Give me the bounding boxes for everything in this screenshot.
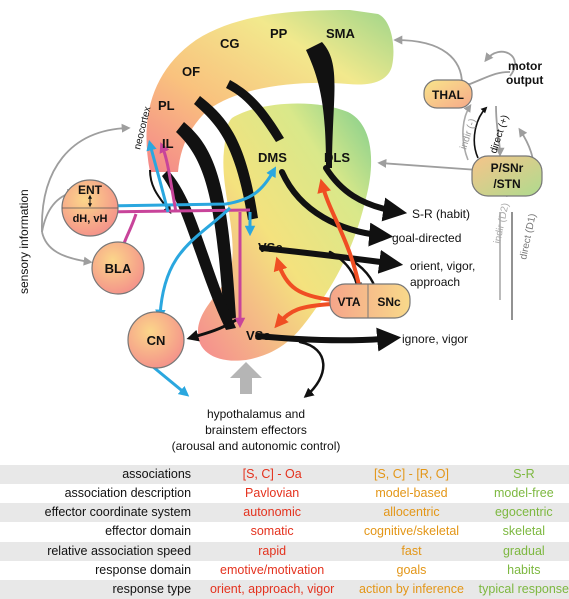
cn-node (127, 311, 185, 369)
region-label-of: OF (182, 64, 200, 79)
output-ignore-vigor: ignore, vigor (402, 332, 468, 346)
output-goal-directed: goal-directed (392, 231, 461, 245)
legend-row: relative association speed rapid fast gradu… (0, 541, 569, 561)
legend-pavlovian-cell: [S, C] - Oa (242, 467, 302, 482)
direct-plus-label: direct (+) (488, 114, 511, 155)
legend-row-label: associations (122, 467, 192, 482)
motor-output-label-1: motor (508, 59, 542, 73)
region-label-dls: DLS (324, 150, 350, 165)
legend-model-free-cell: gradual (502, 543, 545, 558)
region-label-pp: PP (270, 26, 288, 41)
psnr-label-line2: /STN (493, 177, 520, 191)
psnr-label-line1: P/SNr (491, 161, 524, 175)
output-orient-line2: approach (410, 275, 460, 289)
ent-label: ENT (78, 183, 103, 197)
legend-pavlovian-cell: orient, approach, vigor (209, 581, 335, 596)
legend-row: effector domain somatic cognitive/skeletal… (0, 522, 569, 542)
legend-model-free-cell: typical response (478, 581, 569, 596)
legend-model-based-cell: fast (401, 543, 422, 558)
legend-model-based-cell: allocentric (383, 505, 440, 520)
effector-input-arrow (230, 362, 262, 394)
legend-model-free-cell: skeletal (502, 524, 546, 539)
legend-row-label: relative association speed (47, 543, 192, 558)
cortex-arc (146, 10, 394, 172)
cn-label: CN (147, 333, 166, 348)
legend-row: effector coordinate system autonomic alloc… (0, 503, 569, 523)
legend-row: associations [S, C] - Oa [S, C] - [R, O] S-… (0, 465, 569, 485)
indir-minus-label: indir (-) (458, 117, 478, 151)
legend-model-free-cell: egocentric (494, 505, 553, 520)
thal-node (423, 79, 473, 109)
legend-model-based-cell: goals (396, 562, 427, 577)
bla-node (91, 241, 145, 295)
legend-model-free-cell: S-R (513, 467, 535, 482)
region-label-vss: VSs (246, 328, 271, 343)
ent-node (61, 179, 119, 237)
region-label-cg: CG (220, 36, 240, 51)
ent-sub-label: dH, vH (73, 213, 108, 225)
legend-pavlovian-cell: autonomic (243, 505, 301, 520)
hypothalamus-label-2: brainstem effectors (205, 423, 307, 437)
output-orient-line1: orient, vigor, (410, 259, 475, 273)
region-label-sma: SMA (326, 26, 356, 41)
legend-pavlovian-cell: rapid (258, 543, 287, 558)
direct-d1-label: direct (D1) (518, 213, 538, 261)
hypothalamus-label-1: hypothalamus and (207, 407, 305, 421)
hypothalamus-label-3: (arousal and autonomic control) (172, 439, 341, 453)
dopamine-projections (273, 178, 362, 329)
legend-row-label: response domain (95, 562, 192, 577)
thal-label: THAL (432, 88, 464, 102)
vta-label: VTA (337, 295, 360, 309)
legend-row-label: effector domain (105, 524, 192, 539)
legend-row-label: association description (64, 486, 192, 501)
basal-ganglia-circuit-diagram: ENT dH, vH BLA CN VTA SNc THAL P/SNr /ST… (17, 10, 543, 453)
legend-row: association description Pavlovian model-ba… (0, 484, 569, 504)
legend-pavlovian-cell: somatic (250, 524, 294, 539)
legend-pavlovian-cell: Pavlovian (245, 486, 300, 501)
region-label-pl: PL (158, 98, 175, 113)
legend-model-based-cell: [S, C] - [R, O] (373, 467, 449, 482)
legend-model-based-cell: action by inference (359, 581, 464, 596)
bla-label: BLA (105, 261, 132, 276)
legend-model-free-cell: habits (507, 562, 541, 577)
output-sr-habit: S-R (habit) (412, 207, 470, 221)
legend-row-label: effector coordinate system (44, 505, 192, 520)
region-label-dms: DMS (258, 150, 287, 165)
legend-row: response domain emotive/motivation goals ha… (0, 560, 569, 580)
legend-pavlovian-cell: emotive/motivation (220, 562, 325, 577)
legend-model-based-cell: cognitive/skeletal (363, 524, 460, 539)
legend-model-based-cell: model-based (375, 486, 448, 501)
snc-label: SNc (377, 295, 401, 309)
indir-d2-label: indir (D2) (492, 202, 511, 245)
psnr-node (471, 155, 543, 197)
legend-row: response type orient, approach, vigor acti… (0, 579, 569, 599)
legend-row-label: response type (112, 581, 192, 596)
association-legend-table: associations [S, C] - Oa [S, C] - [R, O] S-… (0, 465, 569, 599)
sensory-information-label: sensory information (17, 189, 31, 294)
vta-snc-node (329, 283, 411, 319)
legend-model-free-cell: model-free (493, 486, 554, 501)
limbic-pathways (101, 139, 277, 397)
direct-indirect-pathways (462, 104, 513, 320)
region-label-il: IL (162, 136, 174, 151)
region-label-vsc: VSc (258, 240, 283, 255)
motor-output-label-2: output (506, 73, 543, 87)
